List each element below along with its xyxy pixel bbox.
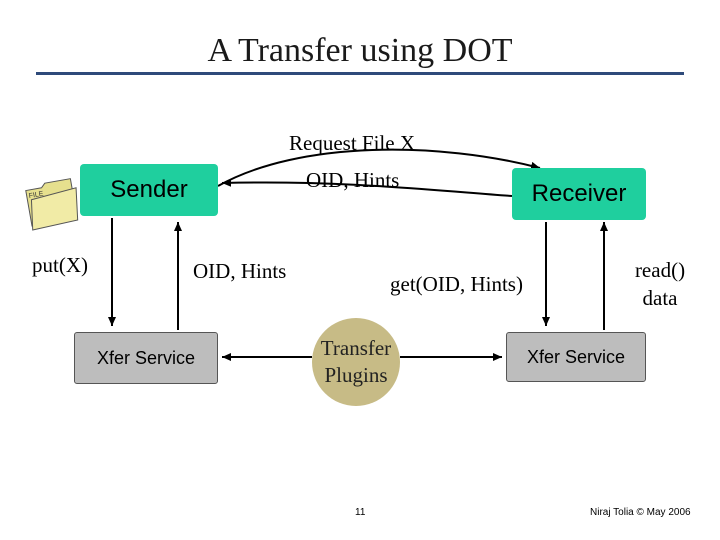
slide-title: A Transfer using DOT <box>207 32 513 69</box>
receiver-label: Receiver <box>531 180 627 207</box>
xfer-service-right: Xfer Service <box>506 332 646 382</box>
request-file-label: Request File X <box>289 131 415 155</box>
svg-text:FILE: FILE <box>28 191 44 201</box>
credit-footer: Niraj Tolia © May 2006 <box>590 507 691 518</box>
file-folder-icon: FILE <box>25 178 79 231</box>
get-label: get(OID, Hints) <box>390 272 523 296</box>
sender-node: Sender <box>80 164 218 216</box>
oid-hints-return-arrow <box>221 178 513 197</box>
data-label: data <box>642 286 678 310</box>
transfer-plugins-node: Transfer Plugins <box>312 318 400 406</box>
transfer-plugins-line1: Transfer <box>320 336 392 360</box>
receiver-node: Receiver <box>512 168 646 220</box>
page-number: 11 <box>355 507 366 518</box>
xfer-service-right-label: Xfer Service <box>526 346 626 367</box>
oid-hints-top-label: OID, Hints <box>306 168 400 192</box>
transfer-plugins-line2: Plugins <box>324 363 388 387</box>
xfer-service-left-label: Xfer Service <box>96 347 196 368</box>
read-label: read() <box>634 258 686 282</box>
put-label: put(X) <box>32 253 88 277</box>
request-arrow <box>217 148 541 187</box>
oid-hints-mid-label: OID, Hints <box>193 259 287 283</box>
xfer-service-left: Xfer Service <box>74 332 218 384</box>
title-underline <box>36 72 684 75</box>
sender-label: Sender <box>110 176 188 203</box>
